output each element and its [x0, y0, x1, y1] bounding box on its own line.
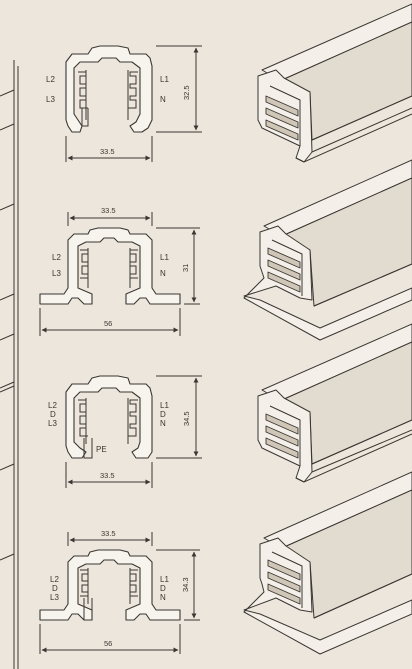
track-profile-shape: [39, 227, 181, 305]
left-conductor-label: L2: [46, 75, 55, 84]
width-dimension: 33.5: [65, 462, 153, 488]
right-conductor-label: L1: [160, 75, 169, 84]
left-conductor-label: L2: [52, 253, 61, 262]
left-conductor-label: L3: [50, 593, 59, 602]
profile-3: L2 D L3 L1 D N PE 34.5 33.5: [48, 375, 202, 488]
height-value: 34.3: [181, 577, 190, 592]
right-conductor-label: N: [160, 593, 166, 602]
left-conductor-label: L3: [48, 419, 57, 428]
top-width-dimension: 33.5: [67, 206, 153, 226]
right-conductor-label: D: [160, 410, 166, 419]
height-value: 32.5: [182, 85, 191, 100]
bottom-width-value: 56: [104, 319, 112, 328]
right-conductor-label: N: [160, 269, 166, 278]
width-value: 33.5: [100, 471, 115, 480]
left-conductor-label: D: [50, 410, 56, 419]
right-conductor-label: L1: [160, 253, 169, 262]
left-conductor-label: L2: [50, 575, 59, 584]
bottom-width-dimension: 56: [39, 624, 181, 654]
track-profile-shape: [65, 45, 153, 133]
height-dimension: 31: [156, 227, 200, 305]
track-isometric-view-1: [257, 3, 412, 163]
right-conductor-label: N: [160, 95, 166, 104]
top-width-value: 33.5: [101, 206, 116, 215]
profile-1: L2 L3 L1 N 32.5 33.5: [46, 45, 202, 162]
top-width-value: 33.5: [101, 529, 116, 538]
left-conductor-label: D: [52, 584, 58, 593]
left-conductor-label: L2: [48, 401, 57, 410]
width-value: 33.5: [100, 147, 115, 156]
bottom-width-dimension: 56: [39, 308, 181, 336]
right-conductor-label: L1: [160, 401, 169, 410]
right-conductor-label: N: [160, 419, 166, 428]
height-dimension: 34.3: [156, 549, 200, 621]
left-conductor-label: L3: [52, 269, 61, 278]
right-conductor-label: D: [160, 584, 166, 593]
track-isometric-view-4: [243, 471, 412, 655]
track-isometric-view-3: [257, 323, 412, 483]
profile-2: 33.5 L2 L3 L1 N 31 56: [39, 206, 200, 336]
profile-4: 33.5 L2 D L3 L1 D N 34.3 56: [39, 529, 200, 654]
left-conductor-label: L3: [46, 95, 55, 104]
track-isometric-view-2: [243, 159, 412, 341]
height-value: 34.5: [182, 411, 191, 426]
track-profile-shape: [65, 375, 153, 459]
top-width-dimension: 33.5: [67, 529, 153, 546]
height-value: 31: [181, 264, 190, 272]
pe-label: PE: [96, 445, 107, 454]
width-dimension: 33.5: [65, 136, 153, 162]
height-dimension: 32.5: [156, 45, 202, 133]
left-edge-track-fragment: [0, 60, 19, 669]
track-profile-shape: [39, 549, 181, 621]
height-dimension: 34.5: [156, 375, 202, 459]
bottom-width-value: 56: [104, 639, 112, 648]
right-conductor-label: L1: [160, 575, 169, 584]
